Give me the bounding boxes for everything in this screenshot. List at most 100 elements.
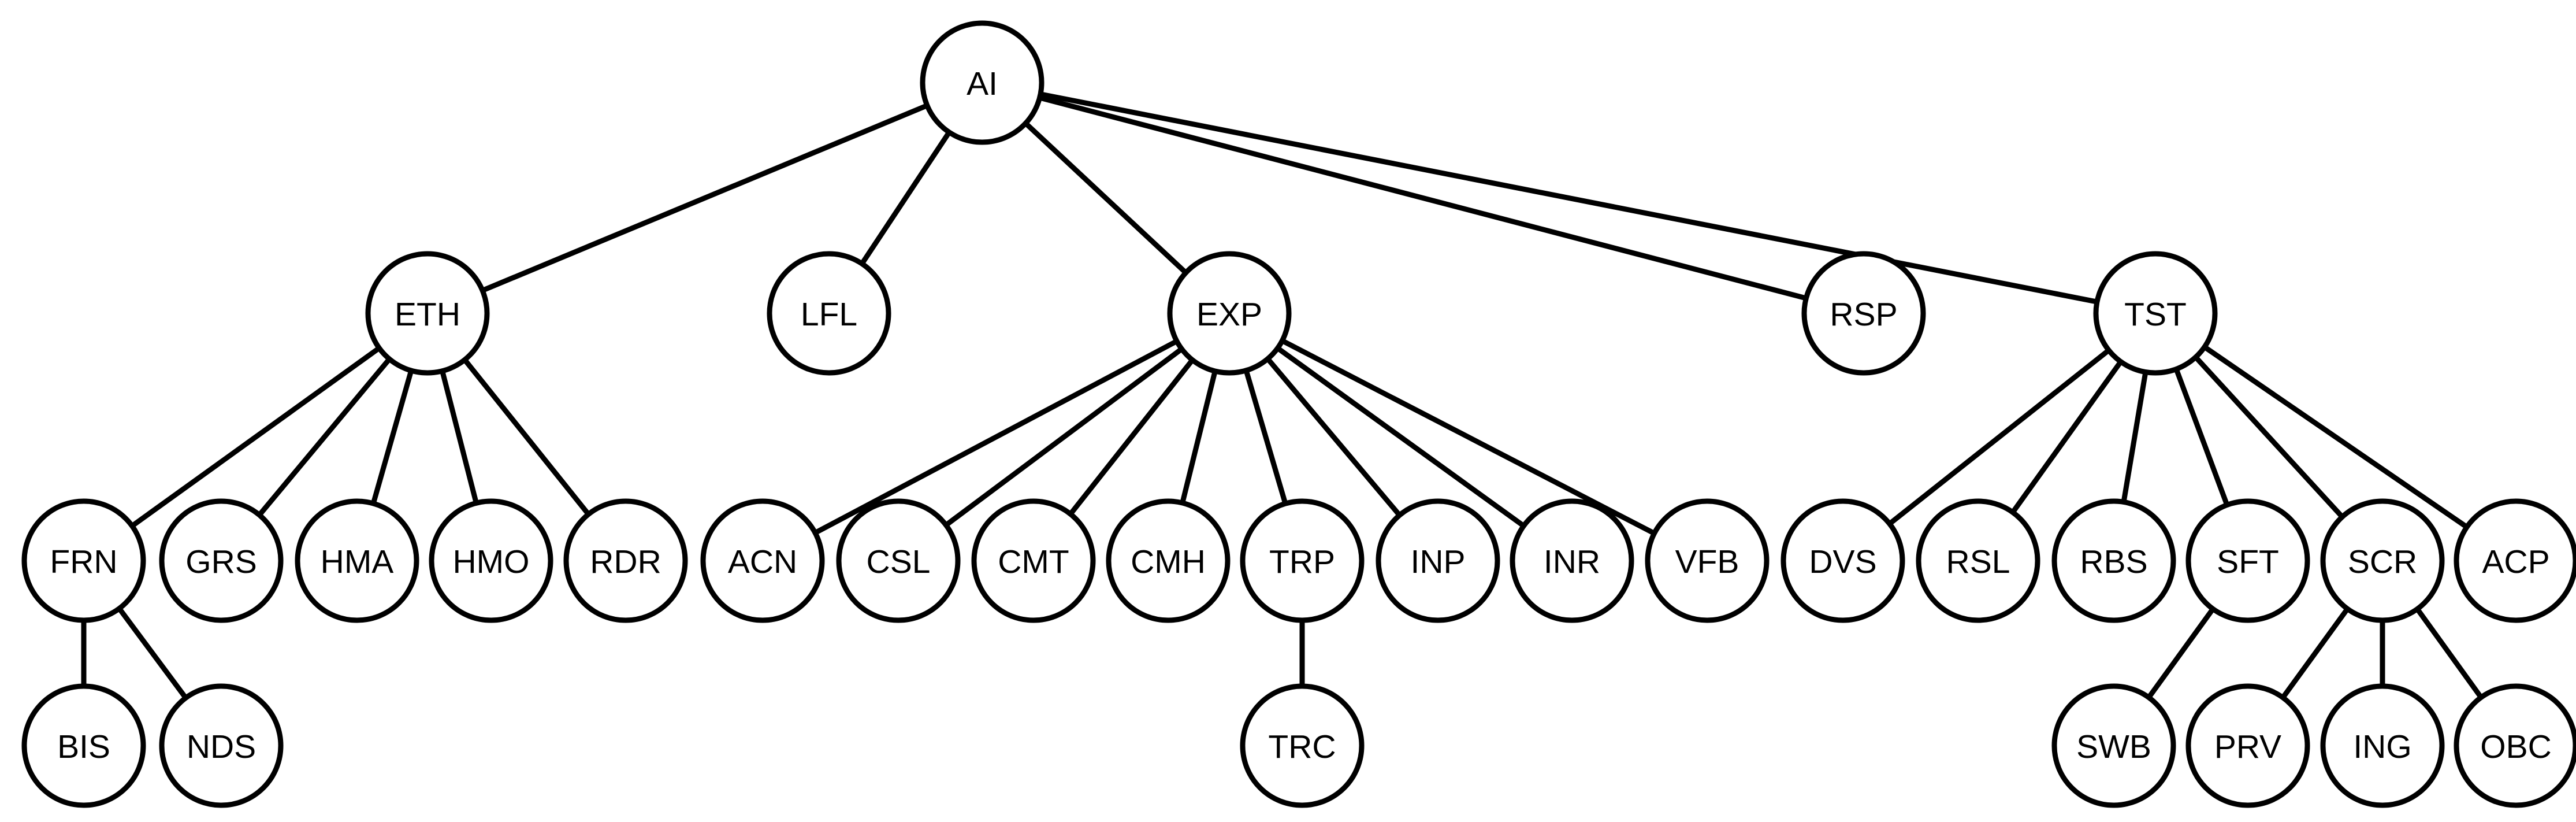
node-circle-ing[interactable] (2320, 683, 2445, 808)
tree-node-hmo[interactable]: HMO (429, 498, 553, 623)
node-label-hma: HMA (321, 543, 394, 580)
tree-edge-eth-hma (370, 368, 414, 506)
tree-edge-tst-rsl (2010, 359, 2124, 515)
node-circle-prv[interactable] (2185, 683, 2310, 808)
node-circle-frn[interactable] (21, 498, 146, 623)
node-circle-cmt[interactable] (971, 498, 1096, 623)
node-circle-scr[interactable] (2320, 498, 2445, 623)
tree-edge-ai-tst (1038, 91, 2100, 305)
node-circle-obc[interactable] (2454, 683, 2576, 808)
tree-edge-exp-vfb (1279, 338, 1657, 536)
node-circle-cmh[interactable] (1106, 498, 1231, 623)
node-circle-acp[interactable] (2454, 498, 2576, 623)
tree-node-tst[interactable]: TST (2093, 251, 2218, 376)
node-label-csl: CSL (867, 543, 931, 580)
tree-node-bis[interactable]: BIS (21, 683, 146, 808)
node-circle-inp[interactable] (1376, 498, 1500, 623)
node-circle-trc[interactable] (1240, 683, 1365, 808)
node-circle-rsp[interactable] (1801, 251, 1926, 376)
node-circle-csl[interactable] (836, 498, 961, 623)
node-label-rbs: RBS (2080, 543, 2147, 580)
tree-node-eth[interactable]: ETH (365, 251, 490, 376)
node-circle-bis[interactable] (21, 683, 146, 808)
node-label-hmo: HMO (453, 543, 530, 580)
tree-edge-tst-rbs (2121, 369, 2148, 505)
tree-node-hma[interactable]: HMA (295, 498, 419, 623)
edges-layer (81, 91, 2484, 701)
tree-node-acn[interactable]: ACN (700, 498, 825, 623)
tree-node-trc[interactable]: TRC (1240, 683, 1365, 808)
tree-node-rsl[interactable]: RSL (1916, 498, 2040, 623)
tree-edge-eth-hmo (440, 368, 479, 506)
node-circle-rsl[interactable] (1916, 498, 2040, 623)
tree-node-rsp[interactable]: RSP (1801, 251, 1926, 376)
node-circle-vfb[interactable] (1645, 498, 1770, 623)
tree-node-lfl[interactable]: LFL (767, 251, 891, 376)
tree-edge-eth-rdr (462, 357, 592, 517)
node-circle-rbs[interactable] (2051, 498, 2176, 623)
tree-node-inp[interactable]: INP (1376, 498, 1500, 623)
node-label-sft: SFT (2217, 543, 2279, 580)
tree-node-vfb[interactable]: VFB (1645, 498, 1770, 623)
node-circle-eth[interactable] (365, 251, 490, 376)
tree-node-scr[interactable]: SCR (2320, 498, 2445, 623)
tree-edge-exp-inr (1275, 345, 1526, 529)
node-circle-rdr[interactable] (563, 498, 688, 623)
tree-edge-ai-eth (479, 103, 930, 293)
tree-edge-tst-dvs (1887, 347, 2112, 527)
node-circle-hmo[interactable] (429, 498, 553, 623)
node-label-frn: FRN (50, 543, 117, 580)
node-label-rdr: RDR (590, 543, 661, 580)
tree-node-rbs[interactable]: RBS (2051, 498, 2176, 623)
tree-node-trp[interactable]: TRP (1240, 498, 1365, 623)
tree-node-ai[interactable]: AI (920, 20, 1044, 145)
node-label-inp: INP (1410, 543, 1465, 580)
node-label-scr: SCR (2348, 543, 2417, 580)
tree-node-cmh[interactable]: CMH (1106, 498, 1231, 623)
node-circle-grs[interactable] (159, 498, 284, 623)
node-circle-exp[interactable] (1167, 251, 1292, 376)
node-label-acp: ACP (2482, 543, 2549, 580)
tree-node-frn[interactable]: FRN (21, 498, 146, 623)
tree-node-dvs[interactable]: DVS (1780, 498, 1905, 623)
tree-node-prv[interactable]: PRV (2185, 683, 2310, 808)
node-circle-acn[interactable] (700, 498, 825, 623)
node-circle-dvs[interactable] (1780, 498, 1905, 623)
node-circle-tst[interactable] (2093, 251, 2218, 376)
tree-edge-frn-nds (116, 606, 189, 701)
node-label-grs: GRS (185, 543, 257, 580)
tree-edge-exp-acn (812, 338, 1180, 536)
tree-edge-exp-cmt (1068, 357, 1195, 517)
node-circle-swb[interactable] (2051, 683, 2176, 808)
tree-edge-sft-swb (2146, 606, 2216, 701)
tree-node-nds[interactable]: NDS (159, 683, 284, 808)
tree-node-obc[interactable]: OBC (2454, 683, 2576, 808)
node-circle-nds[interactable] (159, 683, 284, 808)
tree-node-acp[interactable]: ACP (2454, 498, 2576, 623)
node-circle-sft[interactable] (2185, 498, 2310, 623)
tree-node-rdr[interactable]: RDR (563, 498, 688, 623)
tree-edge-exp-csl (943, 346, 1184, 528)
node-circle-ai[interactable] (920, 20, 1044, 145)
tree-node-grs[interactable]: GRS (159, 498, 284, 623)
node-circle-inr[interactable] (1510, 498, 1634, 623)
node-circle-hma[interactable] (295, 498, 419, 623)
node-label-rsp: RSP (1830, 296, 1897, 333)
node-circle-lfl[interactable] (767, 251, 891, 376)
tree-node-exp[interactable]: EXP (1167, 251, 1292, 376)
tree-edge-eth-grs (257, 356, 392, 518)
node-circle-trp[interactable] (1240, 498, 1365, 623)
node-label-vfb: VFB (1675, 543, 1739, 580)
tree-node-sft[interactable]: SFT (2185, 498, 2310, 623)
tree-node-cmt[interactable]: CMT (971, 498, 1096, 623)
node-label-exp: EXP (1196, 296, 1262, 333)
tree-node-inr[interactable]: INR (1510, 498, 1634, 623)
nodes-layer: AI ETH LFL EXP RSP TST FRN GRS HMA HMO RDR ACN CSL CM… (21, 20, 2576, 808)
tree-node-swb[interactable]: SWB (2051, 683, 2176, 808)
tree-node-csl[interactable]: CSL (836, 498, 961, 623)
tree-edge-exp-cmh (1180, 368, 1218, 506)
tree-node-ing[interactable]: ING (2320, 683, 2445, 808)
node-label-cmh: CMH (1131, 543, 1206, 580)
node-label-ing: ING (2353, 728, 2411, 765)
